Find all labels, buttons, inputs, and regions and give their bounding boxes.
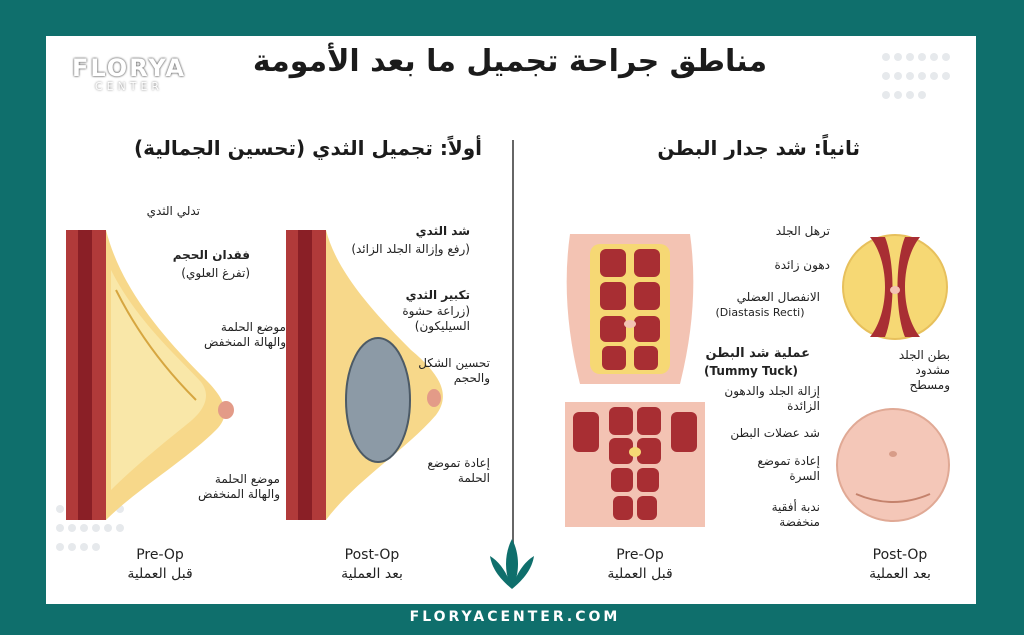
label-tuck-ar: عملية شد البطن bbox=[705, 346, 810, 361]
abdomen-pre-op-caption: Pre-Op قبل العملية bbox=[580, 546, 700, 584]
section-divider bbox=[512, 140, 514, 550]
label-navel: إعادة تموضع السرة bbox=[757, 454, 820, 483]
label-lift-title: شد الثدي bbox=[415, 224, 470, 238]
label-excess-fat: دهون زائدة bbox=[774, 258, 830, 272]
logo-brand: FLORYA bbox=[71, 54, 187, 82]
abdomen-post-en: Post-Op bbox=[872, 547, 928, 563]
label-remove-skin: إزالة الجلد والدهون الزائدة bbox=[724, 384, 820, 413]
breast-pre-op-caption: Pre-Op قبل العملية bbox=[100, 546, 220, 584]
label-augment-sub: (زراعة حشوة السيليكون) bbox=[402, 304, 470, 333]
label-tuck-en: (Tummy Tuck) bbox=[704, 364, 798, 378]
label-reposition: إعادة تموضع الحلمة bbox=[427, 456, 490, 485]
content-card bbox=[46, 36, 976, 604]
label-flat-belly: بطن الجلد مشدود ومسطح bbox=[898, 348, 950, 392]
breast-post-ar: بعد العملية bbox=[341, 565, 403, 582]
label-scar: ندبة أفقية منخفضة bbox=[771, 500, 820, 529]
abdomen-post-op-illustration bbox=[565, 402, 705, 527]
breast-post-op-caption: Post-Op بعد العملية bbox=[312, 546, 432, 584]
label-lift-sub: (رفع وإزالة الجلد الزائد) bbox=[351, 242, 470, 256]
label-augment-title: تكبير الثدي bbox=[405, 288, 470, 302]
abdomen-pre-en: Pre-Op bbox=[616, 547, 664, 563]
footer-website: FLORYACENTER.COM bbox=[409, 609, 621, 625]
breast-pre-en: Pre-Op bbox=[136, 547, 184, 563]
label-diastasis-en: (Diastasis Recti) bbox=[715, 306, 805, 319]
abdomen-zoom-muscle-illustration bbox=[842, 234, 948, 340]
label-tighten: شد عضلات البطن bbox=[730, 426, 820, 440]
breast-post-op-illustration bbox=[286, 230, 443, 520]
abdomen-pre-ar: قبل العملية bbox=[607, 565, 673, 582]
label-sagging: تدلي الثدي bbox=[146, 204, 200, 218]
abdomen-zoom-flat-illustration bbox=[836, 408, 950, 522]
breast-section-heading: أولاً: تجميل الثدي (تحسين الجمالية) bbox=[133, 136, 482, 160]
label-shape: تحسين الشكل والحجم bbox=[418, 356, 490, 385]
label-nipple-low-b: موضع الحلمة والهالة المنخفض bbox=[198, 472, 280, 501]
label-volume-loss-sub: (تفرغ العلوي) bbox=[181, 266, 250, 280]
label-skin-laxity: ترهل الجلد bbox=[775, 224, 830, 238]
breast-pre-op-illustration bbox=[66, 230, 234, 520]
breast-pre-ar: قبل العملية bbox=[127, 565, 193, 582]
breast-post-en: Post-Op bbox=[344, 547, 400, 563]
decorative-dots-top-right bbox=[880, 48, 960, 105]
abdomen-section-heading: ثانياً: شد جدار البطن bbox=[657, 136, 860, 160]
abdomen-post-ar: بعد العملية bbox=[869, 565, 931, 582]
abdomen-pre-op-illustration bbox=[566, 234, 694, 384]
logo-sub: CENTER bbox=[94, 80, 164, 93]
brand-logo: FLORYA CENTER bbox=[64, 54, 194, 104]
abdomen-post-op-caption: Post-Op بعد العملية bbox=[840, 546, 960, 584]
page-title: مناطق جراحة تجميل ما بعد الأمومة bbox=[252, 44, 768, 79]
label-diastasis-ar: الانفصال العضلي bbox=[736, 290, 820, 304]
label-volume-loss-title: فقدان الحجم bbox=[172, 248, 250, 262]
lotus-logo-icon bbox=[490, 539, 534, 589]
label-nipple-low-a: موضع الحلمة والهالة المنخفض bbox=[204, 320, 286, 349]
